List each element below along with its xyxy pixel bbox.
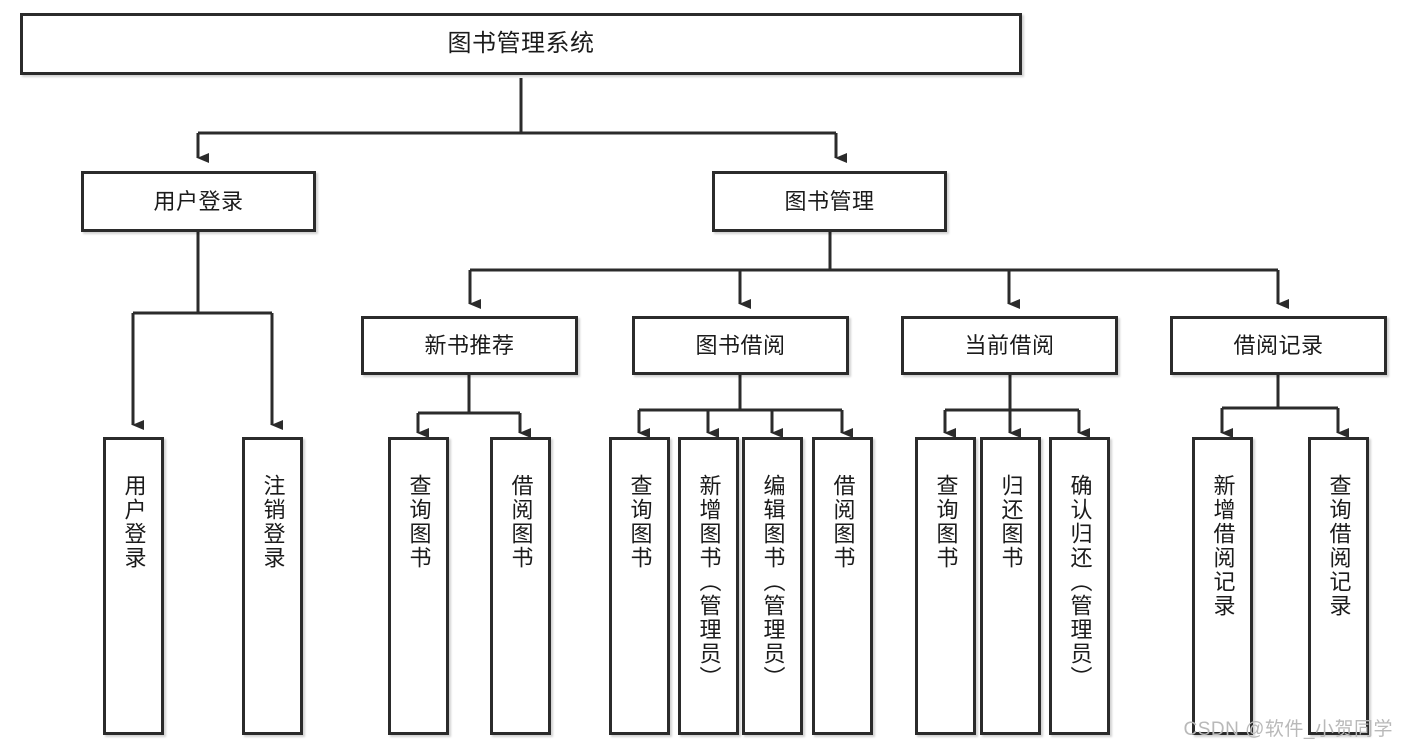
leaf-records-query-record[interactable]: 查询借阅记录	[1308, 437, 1369, 735]
node-label: 查询图书	[406, 474, 432, 570]
node-label: 新增借阅记录	[1210, 474, 1236, 618]
node-current-borrow[interactable]: 当前借阅	[901, 316, 1118, 375]
node-label: 查询借阅记录	[1326, 474, 1352, 618]
leaf-borrow-query[interactable]: 查询图书	[609, 437, 670, 735]
node-label: 当前借阅	[964, 332, 1055, 358]
node-book-management[interactable]: 图书管理	[712, 171, 947, 232]
node-user-login[interactable]: 用户登录	[81, 171, 316, 232]
node-label: 图书借阅	[695, 332, 786, 358]
node-label: 新书推荐	[424, 332, 515, 358]
node-new-book-recommend[interactable]: 新书推荐	[361, 316, 578, 375]
leaf-user-login-signout[interactable]: 注销登录	[242, 437, 303, 735]
leaf-borrow-borrow-book[interactable]: 借阅图书	[812, 437, 873, 735]
leaf-borrow-add-book-admin[interactable]: 新增图书（管理员）	[678, 437, 739, 735]
watermark: CSDN @软件_小贺同学	[1183, 719, 1393, 740]
node-label: 图书管理	[784, 188, 875, 214]
leaf-current-return-book[interactable]: 归还图书	[980, 437, 1041, 735]
node-label: 新增图书（管理员）	[696, 474, 722, 690]
leaf-new-book-borrow[interactable]: 借阅图书	[490, 437, 551, 735]
node-label: 借阅记录	[1233, 332, 1324, 358]
node-label: 用户登录	[153, 188, 244, 214]
leaf-borrow-edit-book-admin[interactable]: 编辑图书（管理员）	[742, 437, 803, 735]
node-label: 查询图书	[933, 474, 959, 570]
node-label: 编辑图书（管理员）	[760, 474, 786, 690]
node-label: 查询图书	[627, 474, 653, 570]
leaf-new-book-query[interactable]: 查询图书	[388, 437, 449, 735]
node-label: 注销登录	[260, 474, 286, 570]
node-label: 借阅图书	[830, 474, 856, 570]
node-label: 借阅图书	[508, 474, 534, 570]
leaf-current-query[interactable]: 查询图书	[915, 437, 976, 735]
node-label: 图书管理系统	[447, 29, 595, 57]
leaf-user-login-signin[interactable]: 用户登录	[103, 437, 164, 735]
node-label: 用户登录	[121, 474, 147, 570]
node-label: 归还图书	[998, 474, 1024, 570]
node-book-borrow[interactable]: 图书借阅	[632, 316, 849, 375]
node-root-system[interactable]: 图书管理系统	[20, 13, 1022, 75]
leaf-records-add-record[interactable]: 新增借阅记录	[1192, 437, 1253, 735]
leaf-current-confirm-return-admin[interactable]: 确认归还（管理员）	[1049, 437, 1110, 735]
node-label: 确认归还（管理员）	[1067, 474, 1093, 690]
node-borrow-records[interactable]: 借阅记录	[1170, 316, 1387, 375]
